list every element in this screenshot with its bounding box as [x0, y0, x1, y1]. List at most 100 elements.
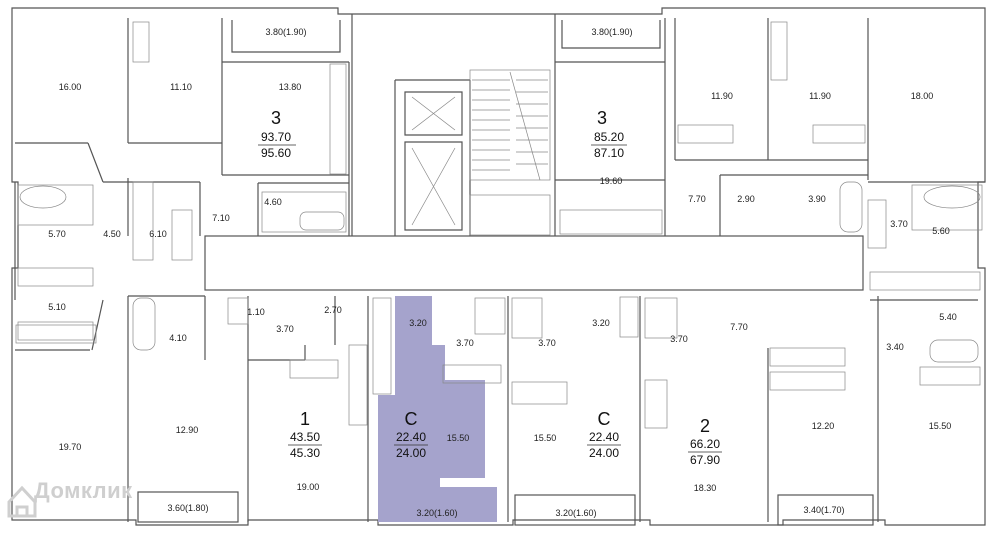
room-area-label: 11.10 [170, 82, 192, 92]
shower-icon [644, 297, 678, 339]
room-area-label: 6.10 [149, 229, 167, 239]
room-area-label: 2.70 [324, 305, 342, 315]
room-area-label: 3.60(1.80) [167, 503, 208, 513]
kitchen-stove-icon [442, 364, 502, 384]
wardrobe-icon [919, 366, 981, 386]
apt3-right-walls [555, 18, 985, 236]
wardrobe-icon [132, 181, 154, 261]
room-area-label: 12.20 [812, 421, 835, 431]
room-area-label: 3.70 [456, 338, 474, 348]
room-area-label: 5.70 [48, 229, 66, 239]
room-area-label: 3.70 [670, 334, 688, 344]
room-area-label: 19.70 [59, 442, 82, 452]
room-area-label: 15.50 [534, 433, 557, 443]
room-area-label: 1.10 [247, 307, 265, 317]
wardrobe-icon [770, 21, 788, 81]
room-area-label: 5.10 [48, 302, 66, 312]
room-area-label: 3.80(1.90) [265, 27, 306, 37]
room-area-label: 7.70 [730, 322, 748, 332]
room-area-label: 3.70 [890, 219, 908, 229]
bathtub-icon [132, 297, 156, 351]
building-outline [11, 7, 986, 526]
wardrobe-icon [867, 199, 887, 249]
bath-left-top [17, 184, 94, 226]
kitchen-stove-icon [511, 381, 568, 405]
apt-total-area: 24.00 [589, 446, 619, 460]
stair-line [509, 71, 541, 181]
corridor [204, 235, 864, 291]
shower-icon [474, 297, 506, 335]
stair-icon [469, 69, 551, 181]
selected-apartment-highlight [378, 296, 497, 522]
room-area-label: 3.90 [808, 194, 826, 204]
wardrobe-icon [171, 209, 193, 261]
room-area-label: 15.50 [447, 433, 470, 443]
room-area-label: 3.80(1.90) [591, 27, 632, 37]
house-icon [7, 485, 37, 518]
room-area-label: 3.70 [276, 324, 294, 334]
apt-living-area: 93.70 [261, 130, 291, 144]
kitchen-stove-icon [559, 209, 663, 235]
apt-living-area: 66.20 [690, 437, 720, 451]
elevator-icon [411, 96, 456, 226]
apt3-left-walls [14, 18, 350, 300]
apt-type-label: C [405, 409, 418, 429]
balcony-3-60 [137, 491, 239, 523]
room-area-label: 3.70 [538, 338, 556, 348]
room-area-label: 3.20(1.60) [555, 508, 596, 518]
apt-type-label: 2 [700, 416, 710, 436]
apt-living-area: 85.20 [594, 130, 624, 144]
wardrobe-icon [869, 271, 981, 291]
apt-living-area: 22.40 [396, 430, 426, 444]
balcony-3-40 [777, 494, 874, 526]
core-shafts [469, 194, 551, 236]
room-area-label: 3.20 [409, 318, 427, 328]
apt-type-label: 3 [597, 108, 607, 128]
wardrobe-icon [17, 267, 94, 287]
toilet-icon [227, 297, 249, 325]
stair-steps [472, 79, 548, 171]
room-area-label: 4.60 [264, 197, 282, 207]
watermark-text: Домклик [34, 478, 133, 503]
room-area-label: 19.00 [297, 482, 320, 492]
room-area-label: 4.50 [103, 229, 121, 239]
apt-total-area: 45.30 [290, 446, 320, 460]
apt-type-label: 3 [271, 108, 281, 128]
wardrobe-icon [677, 124, 734, 144]
bathtub-icon [839, 181, 863, 233]
bathtub-icon [299, 211, 345, 231]
room-area-label: 3.20 [592, 318, 610, 328]
room-area-label: 12.90 [176, 425, 199, 435]
apt-total-area: 87.10 [594, 146, 624, 160]
room-area-label: 19.60 [600, 176, 623, 186]
wardrobe-icon [619, 296, 639, 338]
apt-living-area: 22.40 [589, 430, 619, 444]
room-area-label: 5.40 [939, 312, 957, 322]
wardrobe-icon [17, 321, 94, 341]
room-area-label: 18.00 [911, 91, 934, 101]
room-area-label: 5.60 [932, 226, 950, 236]
room-area-label: 3.40(1.70) [803, 505, 844, 515]
wardrobe-icon [15, 324, 97, 344]
apt-type-label: C [598, 409, 611, 429]
wardrobe-icon [812, 124, 866, 144]
apt-type-label: 1 [300, 409, 310, 429]
bath-right-top [911, 184, 983, 231]
kitchen-stove-icon [348, 344, 368, 426]
wardrobe-icon [372, 297, 392, 395]
wardrobe-icon [132, 21, 150, 63]
bottom-walls [15, 295, 978, 522]
room-area-label: 3.20(1.60) [416, 508, 457, 518]
apt-total-area: 67.90 [690, 453, 720, 467]
apt-living-area: 43.50 [290, 430, 320, 444]
wardrobe-icon [769, 371, 846, 391]
kitchen-stove-icon [329, 63, 347, 175]
room-area-label: 7.70 [688, 194, 706, 204]
kitchen-stove-icon [289, 359, 339, 379]
wardrobe-icon [769, 347, 846, 367]
room-area-label: 3.40 [886, 342, 904, 352]
room-area-label: 11.90 [809, 91, 831, 101]
room-area-label: 15.50 [929, 421, 952, 431]
kitchen-stove-icon [644, 379, 668, 429]
bathtub-icon [929, 339, 979, 363]
